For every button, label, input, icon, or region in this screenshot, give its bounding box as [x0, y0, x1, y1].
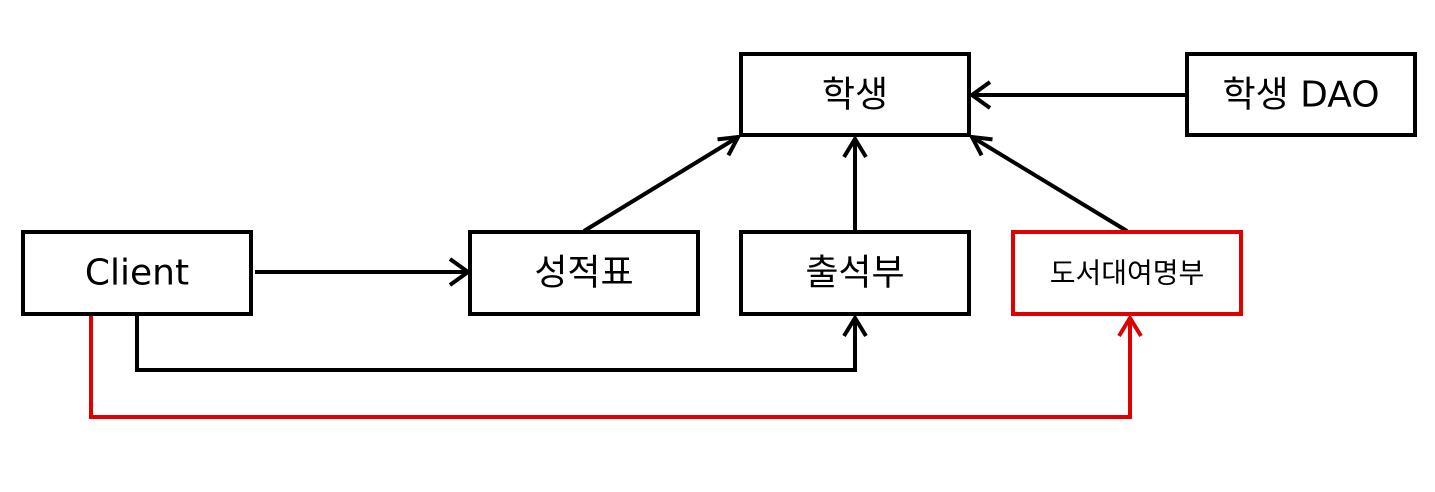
edge-line	[970, 135, 1129, 233]
arrowhead-icon	[1117, 314, 1143, 338]
node-box	[468, 230, 700, 316]
edge-grade-report-to-student	[582, 134, 742, 233]
node-label: 도서대여명부	[1050, 257, 1205, 290]
arrowhead-icon	[717, 134, 742, 157]
node-box-highlighted	[1011, 230, 1243, 316]
arrowhead-icon	[842, 314, 868, 338]
node-label: 학생 DAO	[1222, 75, 1379, 116]
edge-library-to-student	[968, 134, 1129, 233]
node-student-dao[interactable]: 학생 DAO	[1185, 52, 1417, 137]
node-label: 학생	[822, 75, 888, 116]
edge-line	[135, 316, 857, 372]
edge-attendance-to-student	[842, 135, 868, 231]
edge-client-to-library-highlighted	[89, 314, 1143, 419]
node-library-rental-list[interactable]: 도서대여명부	[1011, 230, 1243, 316]
node-box	[739, 52, 971, 137]
node-label: Client	[85, 253, 189, 294]
arrowhead-icon	[968, 80, 992, 110]
arrowhead-icon	[842, 135, 868, 159]
edge-client-to-attendance	[135, 314, 868, 372]
edge-client-to-grade-report	[255, 257, 472, 287]
node-student[interactable]: 학생	[739, 52, 971, 137]
node-box	[739, 230, 971, 316]
node-grade-report[interactable]: 성적표	[468, 230, 700, 316]
node-label: 성적표	[534, 253, 633, 294]
node-box	[21, 230, 253, 316]
arrowhead-icon	[968, 134, 993, 157]
node-attendance-book[interactable]: 출석부	[739, 230, 971, 316]
edge-student-dao-to-student	[968, 80, 1186, 110]
node-label: 출석부	[805, 253, 904, 294]
edges	[89, 80, 1186, 419]
node-box	[1185, 52, 1417, 137]
edge-line	[89, 316, 1132, 419]
node-client[interactable]: Client	[21, 230, 253, 316]
edge-line	[582, 135, 740, 233]
